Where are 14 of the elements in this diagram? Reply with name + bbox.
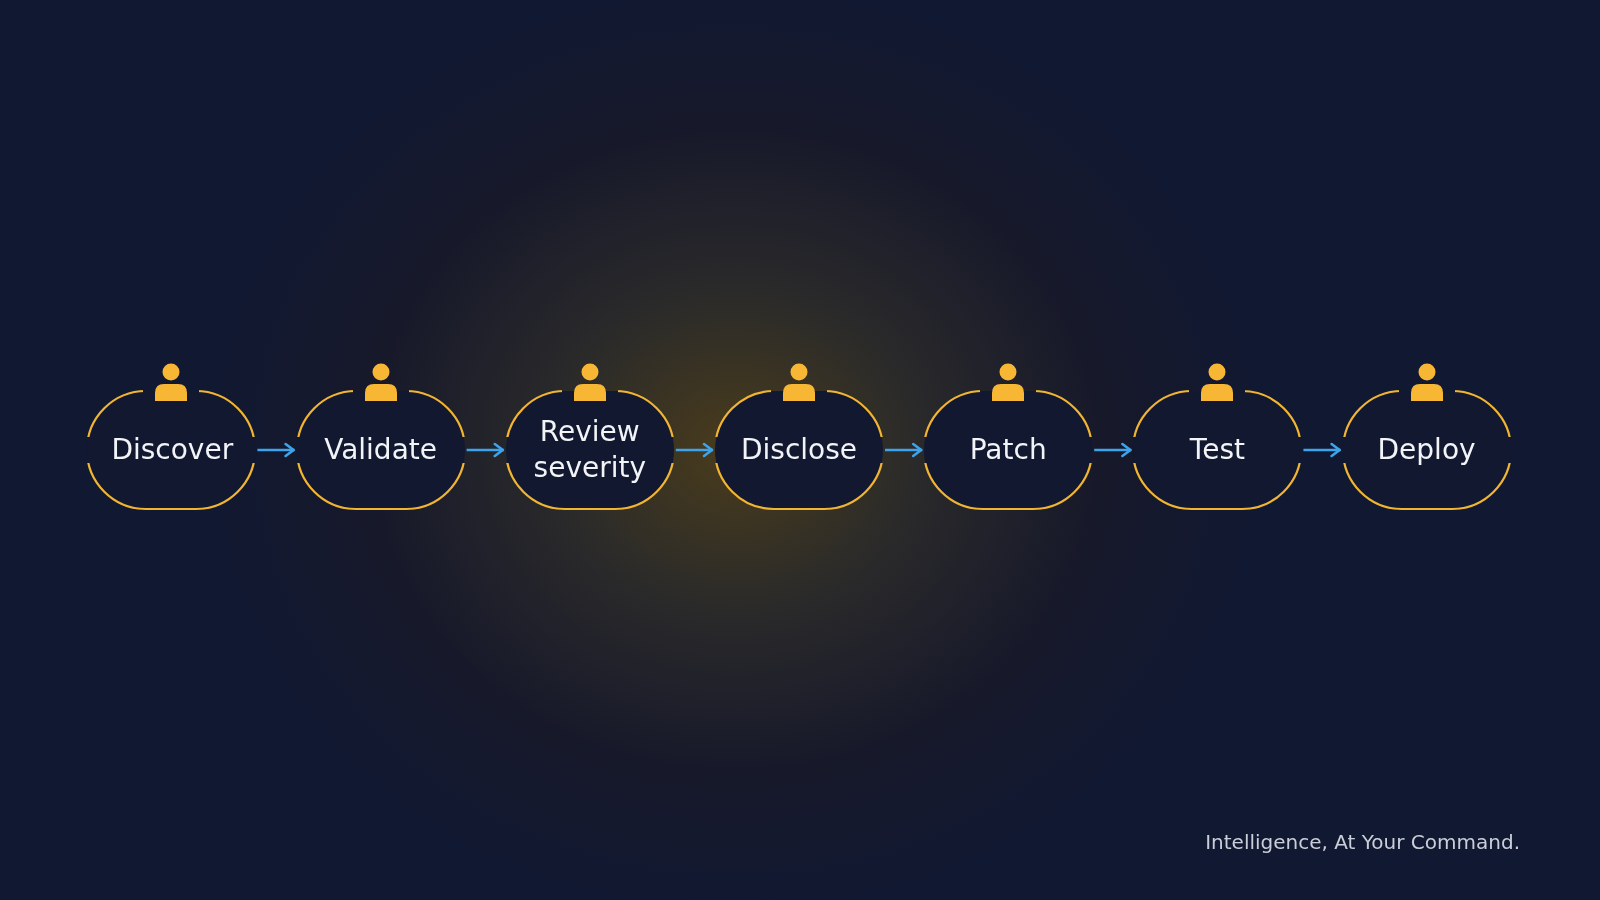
step-label: Review severity [532, 414, 647, 486]
step-label: Patch [968, 432, 1048, 468]
step-label: Test [1188, 432, 1246, 468]
arrow [257, 442, 295, 458]
step-label: Deploy [1376, 432, 1477, 468]
step-label: Discover [111, 432, 232, 468]
arrow [675, 442, 714, 458]
arrow [885, 442, 923, 458]
step-label: Disclose [739, 432, 858, 468]
tagline: Intelligence, At Your Command. [1205, 830, 1520, 854]
step-label: Validate [323, 432, 438, 468]
arrow [466, 442, 505, 458]
arrow [1303, 442, 1341, 458]
arrow [1094, 442, 1132, 458]
